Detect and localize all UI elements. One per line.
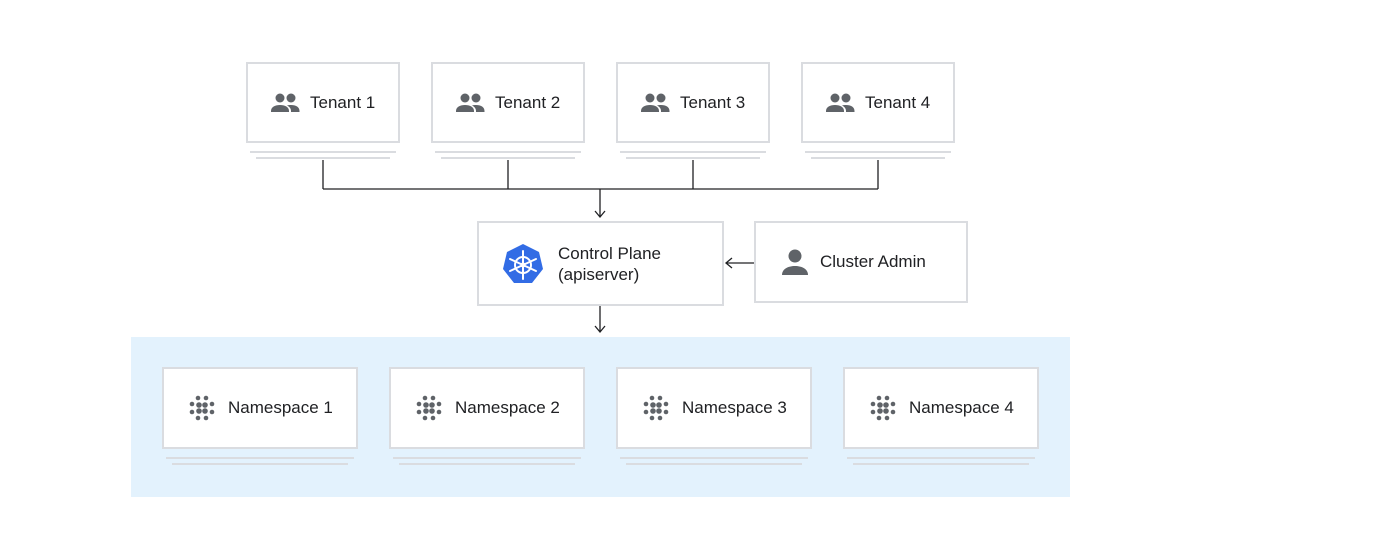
namespace-shadow-line [399, 463, 575, 465]
namespace-dots-icon [642, 394, 670, 422]
namespace-dots-icon [869, 394, 897, 422]
tenant-box-2: Tenant 2 [431, 62, 585, 143]
tenant-shadow-line [626, 157, 760, 159]
namespace-box-1: Namespace 1 [162, 367, 358, 449]
control-plane-box: Control Plane (apiserver) [477, 221, 724, 306]
control-plane-title: Control Plane [558, 243, 662, 263]
group-icon [270, 92, 300, 114]
namespace-shadow-line [172, 463, 348, 465]
group-icon [455, 92, 485, 114]
tenant-shadow-line [805, 151, 951, 153]
kubernetes-icon [502, 243, 544, 285]
tenant-label: Tenant 3 [680, 92, 746, 112]
namespace-label: Namespace 2 [455, 398, 560, 417]
tenant-box-3: Tenant 3 [616, 62, 770, 143]
tenant-shadow-line [435, 151, 581, 153]
tenant-box-4: Tenant 4 [801, 62, 955, 143]
tenant-label: Tenant 2 [495, 92, 561, 112]
person-icon [780, 247, 810, 277]
namespace-label: Namespace 4 [909, 398, 1014, 417]
namespace-dots-icon [188, 394, 216, 422]
namespace-dots-icon [415, 394, 443, 422]
namespace-shadow-line [620, 457, 808, 459]
tenant-shadow-line [620, 151, 766, 153]
tenant-shadow-line [250, 151, 396, 153]
namespace-shadow-line [626, 463, 802, 465]
namespace-shadow-line [853, 463, 1029, 465]
namespace-label: Namespace 3 [682, 398, 787, 417]
tenant-shadow-line [441, 157, 575, 159]
tenant-shadow-line [256, 157, 390, 159]
namespace-shadow-line [847, 457, 1035, 459]
namespace-shadow-line [166, 457, 354, 459]
tenant-label: Tenant 1 [310, 92, 376, 112]
tenant-label: Tenant 4 [865, 92, 931, 112]
namespace-box-4: Namespace 4 [843, 367, 1039, 449]
control-plane-subtitle: (apiserver) [558, 264, 640, 284]
cluster-admin-box: Cluster Admin [754, 221, 968, 303]
tenant-box-1: Tenant 1 [246, 62, 400, 143]
tenant-shadow-line [811, 157, 945, 159]
namespace-box-3: Namespace 3 [616, 367, 812, 449]
namespace-box-2: Namespace 2 [389, 367, 585, 449]
namespace-shadow-line [393, 457, 581, 459]
cluster-admin-label: Cluster Admin [820, 252, 926, 271]
namespace-label: Namespace 1 [228, 398, 333, 417]
group-icon [825, 92, 855, 114]
group-icon [640, 92, 670, 114]
